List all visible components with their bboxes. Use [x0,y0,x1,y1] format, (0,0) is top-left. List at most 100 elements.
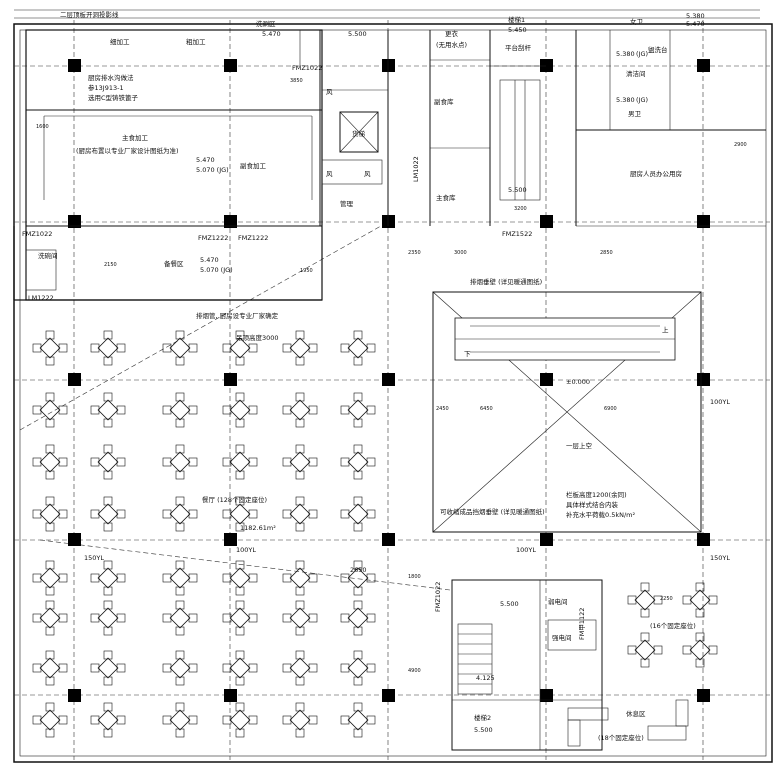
dining-table [162,560,198,596]
label-wind-c: 风 [364,170,371,178]
dining-table [90,650,126,686]
label-fmz1222-b: FMZ1222 [238,234,268,242]
dim-6900: 6900 [604,406,617,412]
label-main-note: (厨房布置以专业厂家设计图纸为准) [76,146,179,155]
label-electric: 弱电间 [548,597,568,606]
label-hood2: 可收缩成品挡烟垂壁 (详见暖通图纸) [440,507,545,516]
elev-main: 5.470 [196,156,215,164]
dining-table [162,496,198,532]
label-elevator: 货梯 [352,129,366,138]
label-coarse-processing: 细加工 [110,37,130,46]
dining-table [32,600,68,636]
dim-2250: 2250 [660,596,673,602]
dining-table [90,702,126,738]
label-wind-a: 风 [326,88,333,96]
outer-boundary [13,9,773,763]
label-dining-area: 1182.61m² [240,524,276,532]
label-height-2650: 2650 [350,566,367,574]
dining-table [340,600,376,636]
label-fixed-seats: (16个固定座位) [650,621,696,630]
elev-wc-c-jg: (JG) [636,50,648,58]
grid-lines [14,20,770,760]
dining-table [162,600,198,636]
dining-table [282,496,318,532]
elev-stair2: 5.500 [474,726,493,734]
label-h150-b: 150YL [710,554,730,562]
dim-4900: 4900 [408,668,421,674]
dining-table [340,444,376,480]
label-fm1122: FM甲1122 [578,608,586,640]
label-railing2: 具体样式结合内装 [566,500,619,509]
dining-table [90,444,126,480]
label-fmz1022-a: FMZ1022 [292,64,322,72]
label-side-storage: 副食库 [434,97,454,106]
label-h150-a: 150YL [84,554,104,562]
label-fmz1522: FMZ1522 [502,230,532,238]
dining-table [682,632,718,668]
stair2-core [451,579,603,751]
dining-table [222,444,258,480]
label-strong-electric: 强电间 [552,633,572,642]
elev-serving: 5.470 [200,256,219,264]
dining-table [340,560,376,596]
dining-table [222,392,258,428]
label-changing: 更衣 [445,29,459,38]
dim-6450: 6450 [480,406,493,412]
label-side-processing: 副食加工 [240,161,267,170]
dim-2150: 2150 [104,262,117,268]
dining-table [32,392,68,428]
dining-table [222,330,258,366]
dining-table [340,496,376,532]
elev-wc-b: 5.470 [686,20,705,28]
dining-table [90,330,126,366]
dining-table [162,702,198,738]
dining-table [627,632,663,668]
dining-table [282,392,318,428]
label-down: 下 [464,350,471,358]
label-railing: 栏板高度1200(余同) [566,490,627,499]
dining-table [162,444,198,480]
dim-3200: 3200 [514,206,527,212]
dining-table [282,560,318,596]
label-mgmt: 管理 [340,199,354,208]
dining-table [682,582,718,618]
dim-2350: 2350 [408,250,421,256]
dim-2900: 2900 [734,142,747,148]
label-h100-c: 100YL [710,398,730,406]
dining-table [282,702,318,738]
label-hood: 排烟垂壁 (详见暖通图纸) [470,277,542,286]
label-fmz1022-b: FMZ1022 [22,230,52,238]
dim-1950: 1950 [300,268,313,274]
dining-table [627,582,663,618]
label-male-wc: 男卫 [628,110,642,118]
elev-stair1: 5.450 [508,26,527,34]
elev-platform: 5.500 [508,186,527,194]
label-drainage-ref2: 选用C型铸铁篦子 [88,93,139,102]
atrium-void [432,291,702,533]
dining-table [282,444,318,480]
dining-table [222,600,258,636]
label-office: 厨房人员办公用房 [630,169,682,178]
label-h100-b: 100YL [516,546,536,554]
label-dining: 餐厅 (128个固定座位) [202,495,267,504]
dining-table [32,330,68,366]
elev-wc-c: 5.380 [616,50,635,58]
elev-main-jg: 5.070 (JG) [196,166,229,174]
dining-table [32,650,68,686]
label-ceiling: 吊顶高度3000 [236,333,279,342]
label-mop: 洗碗间 [38,251,58,260]
elev-serving-jg: 5.070 (JG) [200,266,233,274]
label-drainage-ref: 参13J913-1 [88,83,124,92]
elev-zero: ±0.000 [566,378,590,386]
elev-wc-d: 5.380 [616,96,635,104]
dining-table [90,600,126,636]
dining-table [162,330,198,366]
structural-columns [68,59,710,702]
label-atrium: 一层上空 [566,441,593,450]
dining-table [222,650,258,686]
label-wash-station: 盥洗台 [648,45,668,54]
label-main-storage: 主食库 [436,193,456,202]
dining-table [32,702,68,738]
dining-table [90,560,126,596]
